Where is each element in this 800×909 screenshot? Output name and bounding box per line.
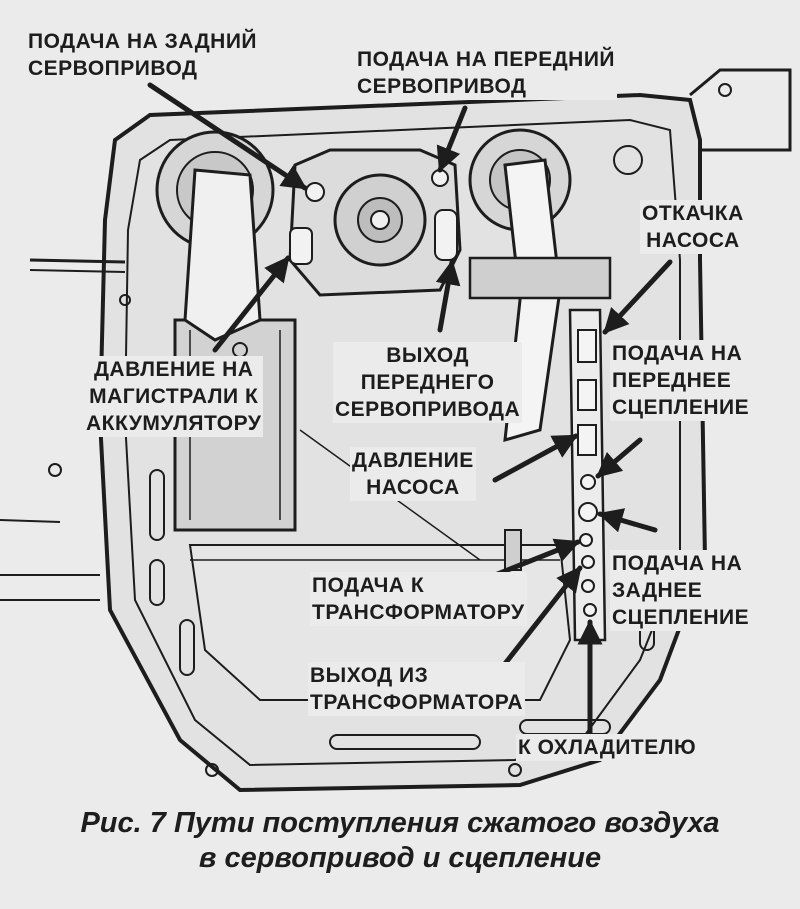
port-hole — [580, 474, 596, 490]
port-hole — [578, 502, 598, 522]
bolt-hole — [205, 763, 219, 777]
arrow-pump-pressure — [492, 433, 579, 483]
label-pump-pressure: ДАВЛЕНИЕ НАСОСА — [350, 447, 476, 501]
label-pump-suction: ОТКАЧКА НАСОСА — [640, 200, 746, 254]
port-pump-pressure — [577, 424, 597, 456]
arrow-rear-servo-feed — [147, 82, 308, 191]
port-hole — [579, 533, 593, 547]
arrow-front-servo-exhaust — [435, 259, 461, 333]
label-line-pressure-accumulator: ДАВЛЕНИЕ НА МАГИСТРАЛИ К АККУМУЛЯТОРУ — [84, 356, 264, 437]
shaft-line — [0, 519, 61, 523]
shaft-line — [29, 269, 126, 273]
port-hole — [583, 603, 597, 617]
bolt-hole — [613, 145, 643, 175]
caption-line-2: в сервопривод и сцепление — [198, 842, 602, 874]
port-hole — [581, 579, 595, 593]
cross-shaft — [468, 256, 612, 300]
port-accumulator — [289, 227, 313, 265]
label-rear-servo-feed: ПОДАЧА НА ЗАДНИЙ СЕРВОПРИВОД — [26, 28, 260, 82]
bolt-hole — [718, 83, 732, 97]
label-rear-clutch-feed: ПОДАЧА НА ЗАДНЕЕ СЦЕПЛЕНИЕ — [610, 550, 752, 631]
bolt-hole — [119, 294, 131, 306]
port-pump-suction — [577, 329, 597, 363]
port-front-servo-exhaust — [434, 209, 458, 261]
caption-line-1: Рис. 7 Пути поступления сжатого воздуха — [80, 807, 720, 839]
label-to-cooler: К ОХЛАДИТЕЛЮ — [516, 734, 699, 761]
leader-arrows — [147, 82, 673, 743]
bolt-hole — [48, 463, 62, 477]
band-strap — [183, 168, 262, 342]
arrow-rear-clutch-feed — [597, 508, 658, 533]
label-front-servo-feed: ПОДАЧА НА ПЕРЕДНИЙ СЕРВОПРИВОД — [355, 46, 618, 100]
arrow-converter-exhaust — [497, 565, 583, 673]
arrow-front-servo-feed — [436, 105, 468, 173]
shaft-line — [29, 258, 126, 264]
slot — [179, 619, 195, 676]
slot — [149, 559, 165, 606]
slot — [149, 469, 165, 541]
port-hole — [581, 555, 595, 569]
label-converter-feed: ПОДАЧА К ТРАНСФОРМАТОРУ — [310, 572, 527, 626]
arrow-front-clutch-feed — [595, 437, 643, 479]
label-front-servo-exhaust: ВЫХОД ПЕРЕДНЕГО СЕРВОПРИВОДА — [333, 342, 523, 423]
bolt-hole — [508, 763, 522, 777]
port-front-clutch — [577, 379, 597, 411]
label-front-clutch-feed: ПОДАЧА НА ПЕРЕДНЕЕ СЦЕПЛЕНИЕ — [610, 340, 752, 421]
arrow-line-pressure — [212, 255, 291, 353]
figure-caption: Рис. 7 Пути поступления сжатого воздуха … — [0, 806, 800, 876]
bracket — [689, 68, 792, 152]
label-converter-exhaust: ВЫХОД ИЗ ТРАНСФОРМАТОРА — [308, 662, 526, 716]
arrow-pump-suction — [602, 259, 673, 335]
slot — [329, 734, 481, 750]
port-rear-servo — [305, 182, 325, 202]
